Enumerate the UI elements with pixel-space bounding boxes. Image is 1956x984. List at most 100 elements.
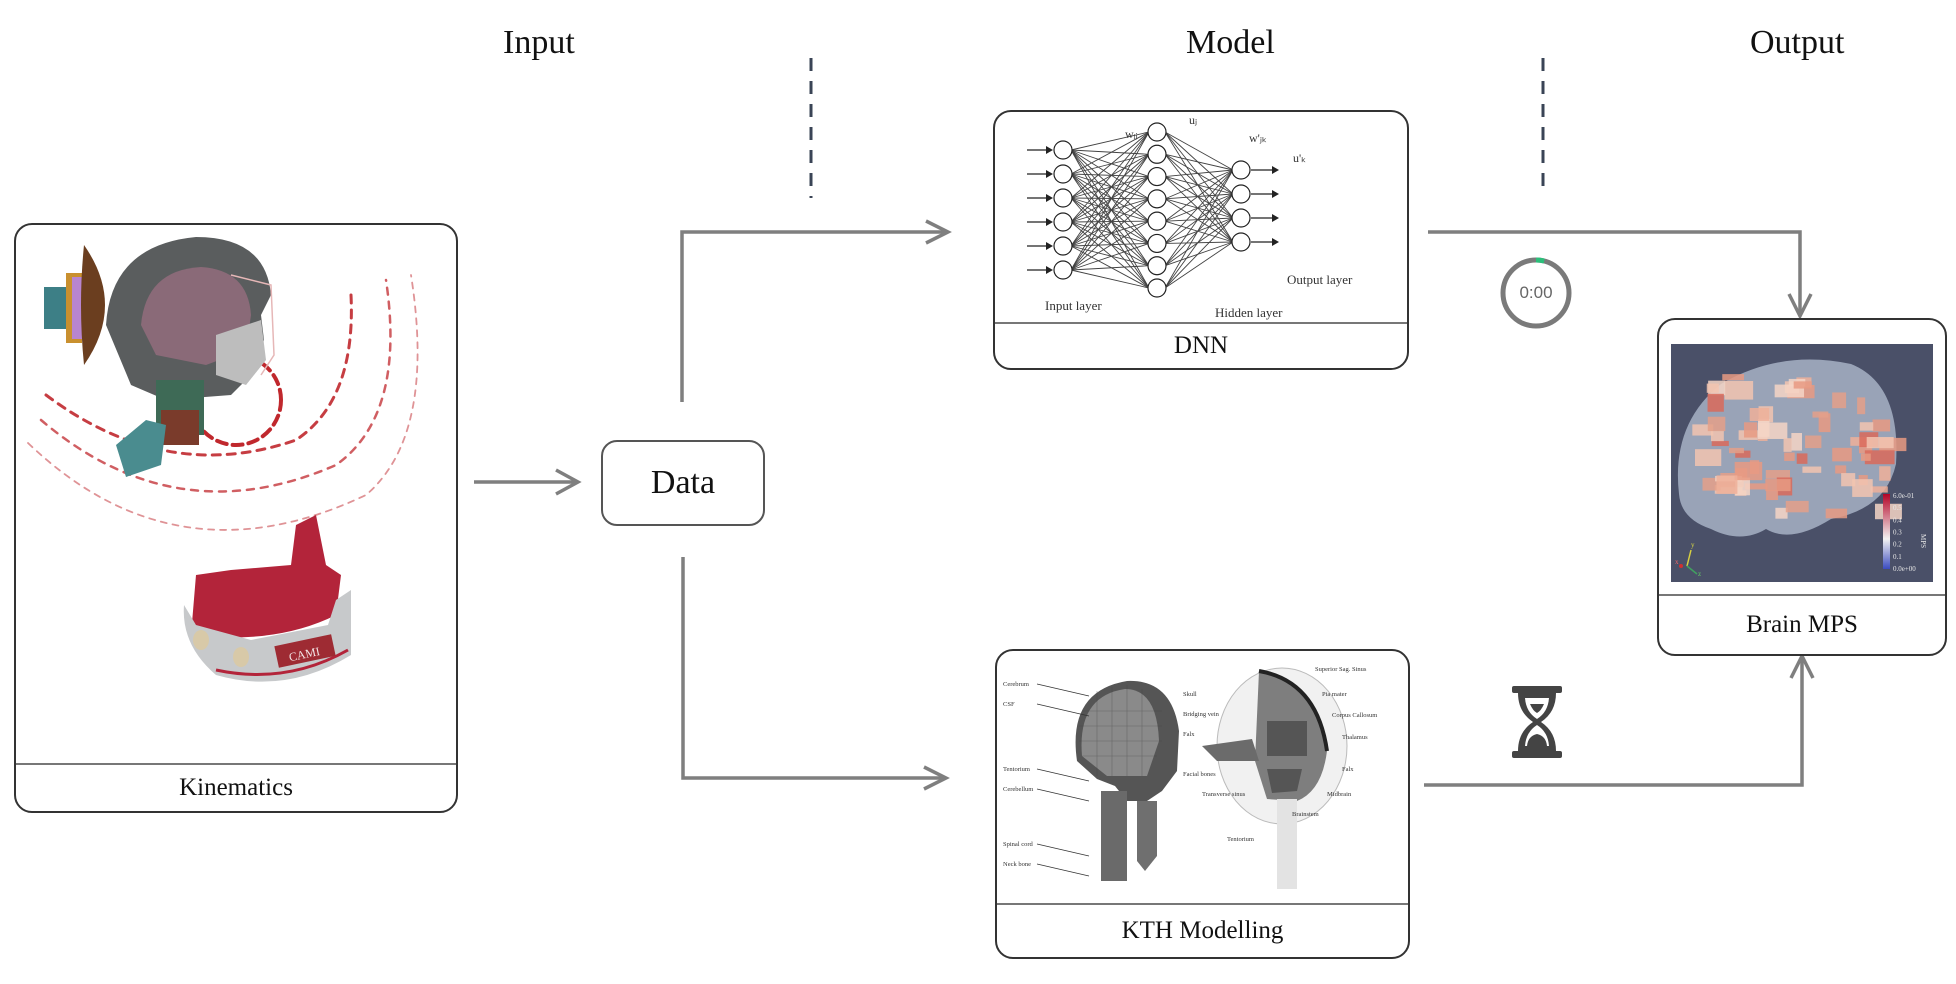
dnn-edge	[1070, 149, 1150, 266]
dnn-edge	[1070, 197, 1150, 200]
dnn-edge	[1164, 241, 1234, 244]
mps-patch	[1812, 411, 1829, 418]
dnn-caption: DNN	[995, 322, 1407, 368]
colorbar-tick: 6.0e-01	[1893, 492, 1915, 500]
mps-patch	[1706, 383, 1719, 393]
dnn-edge	[1070, 153, 1150, 175]
dnn-output-arrowhead	[1272, 214, 1279, 222]
svg-text:x: x	[1675, 558, 1679, 566]
svg-text:y: y	[1691, 541, 1695, 549]
neural-network-diagram: Input layer Hidden layer Output layer wᵢ…	[1027, 113, 1353, 320]
timer-indicator: 0:00	[1498, 255, 1574, 331]
dnn-edge	[1070, 265, 1150, 271]
dnn-input-arrowhead	[1046, 242, 1053, 250]
dnn-hidden-node	[1147, 189, 1167, 209]
kth-label: Neck bone	[1003, 861, 1031, 868]
dnn-hidden-node	[1147, 211, 1167, 231]
dnn-edge	[1070, 173, 1150, 244]
dnn-edge	[1070, 221, 1150, 289]
input-layer-label: Input layer	[1045, 298, 1102, 313]
kth-label: Thalamus	[1342, 734, 1368, 741]
mps-patch	[1711, 440, 1729, 447]
kth-label: Brainstem	[1292, 811, 1319, 818]
mouthguard-icon: CAMI	[183, 515, 351, 682]
impact-wave-2	[39, 278, 392, 493]
brain-mps-render: 6.0e-010.50.40.30.20.10.0e+00 MPS x y z	[1675, 359, 1927, 578]
dnn-edge	[1070, 173, 1150, 222]
dnn-edge	[1164, 153, 1234, 195]
mps-patch	[1825, 508, 1848, 519]
mps-patch	[1864, 450, 1895, 465]
dnn-edge	[1070, 198, 1150, 271]
mps-patch	[1784, 452, 1795, 461]
kth-label: Corpus Callosum	[1332, 712, 1377, 719]
colorbar-tick: 0.1	[1893, 553, 1902, 561]
mps-patch	[1735, 450, 1751, 458]
dnn-hidden-node	[1147, 278, 1167, 298]
colorbar-tick: 0.3	[1893, 529, 1902, 537]
dnn-edge	[1070, 153, 1150, 199]
kinematics-figure: CAMI	[16, 225, 456, 765]
kth-caption: KTH Modelling	[997, 903, 1408, 957]
stage-label-output: Output	[1750, 24, 1845, 61]
dnn-edge	[1070, 269, 1150, 289]
kth-skull-model	[1075, 680, 1179, 881]
impact-wave-1	[44, 293, 353, 457]
dnn-edge	[1164, 176, 1234, 195]
dnn-edge	[1070, 131, 1150, 247]
brain-mps-caption: Brain MPS	[1659, 594, 1945, 654]
mps-patch	[1757, 422, 1788, 439]
dnn-input-node	[1053, 164, 1073, 184]
mps-patch	[1835, 465, 1847, 474]
mps-patch	[1745, 483, 1768, 490]
colorbar-tick: 0.4	[1893, 516, 1902, 524]
timer-text: 0:00	[1519, 283, 1553, 302]
mps-patch	[1707, 393, 1724, 412]
mps-patch	[1749, 407, 1770, 421]
dnn-edge	[1164, 176, 1234, 243]
dnn-hidden-node	[1147, 166, 1167, 187]
dnn-edge	[1070, 173, 1150, 178]
weight-in-label: wᵢⱼ	[1125, 127, 1138, 141]
dnn-edge	[1164, 198, 1234, 219]
mps-patch	[1724, 381, 1754, 400]
dnn-edge	[1070, 131, 1150, 223]
mps-patch	[1775, 507, 1788, 519]
head-impact-illustration: CAMI	[27, 237, 419, 682]
mps-patch	[1765, 470, 1790, 479]
timer-progress-arc	[1500, 257, 1572, 329]
dnn-input-node	[1053, 236, 1073, 256]
dnn-hidden-node	[1147, 233, 1167, 254]
arrow-kinematics-to-data	[474, 468, 582, 496]
arrow-dnn-to-brain-mps	[1428, 230, 1813, 320]
dnn-edge	[1070, 197, 1150, 222]
mps-patch	[1766, 490, 1779, 501]
dnn-input-node	[1053, 212, 1073, 232]
mps-patch	[1692, 424, 1714, 436]
head-model-icon	[106, 237, 275, 477]
mps-patch	[1716, 475, 1738, 494]
dnn-edge	[1070, 245, 1150, 267]
kinematics-card: CAMI Kinematics	[14, 223, 458, 813]
dnn-output-arrowhead	[1272, 190, 1279, 198]
dnn-edge	[1070, 197, 1150, 289]
stage-label-model: Model	[1186, 24, 1275, 61]
dnn-input-arrowhead	[1046, 194, 1053, 202]
mps-patch	[1850, 437, 1868, 446]
dnn-edge	[1070, 176, 1150, 247]
arrow-data-to-kth	[681, 557, 950, 791]
kth-label: Tentorium	[1227, 836, 1254, 843]
mouthguard-brand: CAMI	[288, 644, 322, 664]
dnn-output-arrowhead	[1272, 238, 1279, 246]
mps-patch	[1744, 422, 1758, 438]
dnn-output-node	[1231, 184, 1251, 204]
dnn-edge	[1164, 169, 1234, 289]
kth-brain-section-model	[1202, 667, 1348, 889]
output-layer-label: Output layer	[1287, 272, 1353, 287]
hidden-unit-label: uⱼ	[1189, 113, 1197, 127]
timer-ring	[1500, 257, 1572, 329]
dnn-edge	[1164, 131, 1234, 171]
mps-patch	[1796, 453, 1808, 464]
